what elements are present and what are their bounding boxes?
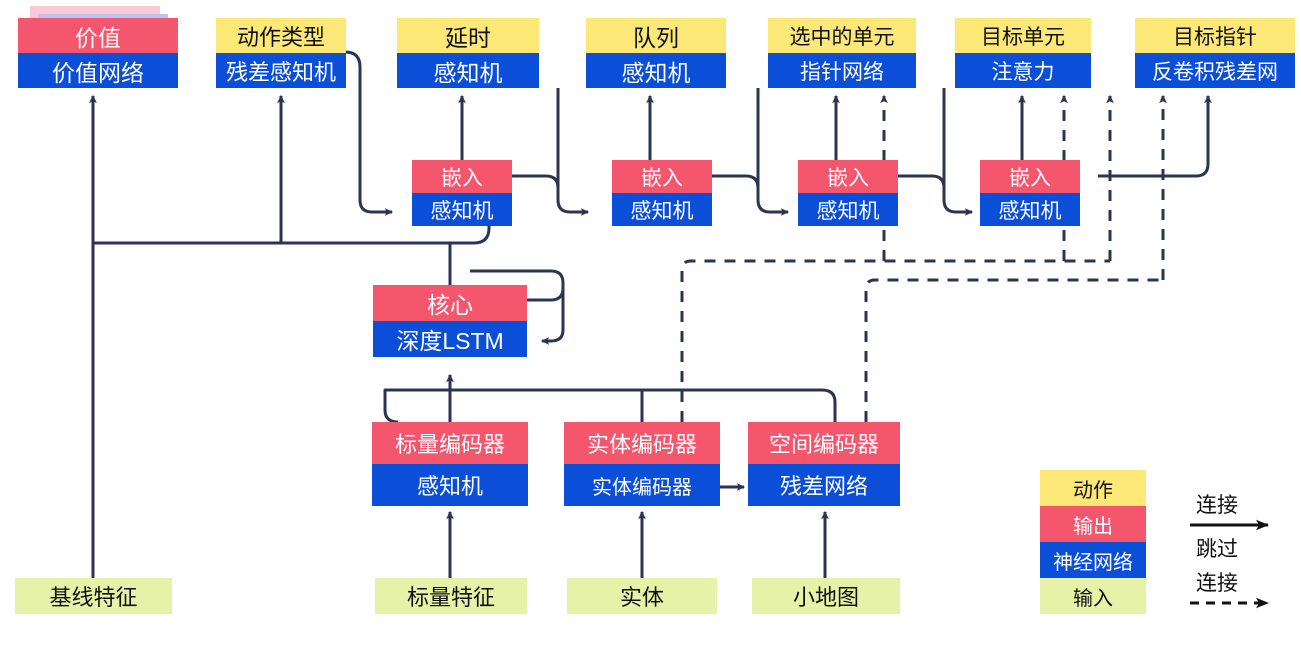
node-core-top-label: 核心	[373, 285, 527, 321]
skip-spatial-bus	[864, 278, 1163, 422]
node-target-point-bottom-label: 反卷积残差网	[1135, 53, 1295, 88]
node-queue[interactable]: 队列 感知机	[586, 18, 726, 88]
edge-core-recurrent-top	[470, 269, 565, 302]
node-selected-units[interactable]: 选中的单元 指针网络	[768, 18, 916, 88]
edge-actiontype-to-embed1	[344, 50, 394, 216]
legend-connection-label: 连接	[1196, 494, 1238, 517]
node-embed-1[interactable]: 嵌入 感知机	[412, 160, 512, 226]
node-embed-4-top-label: 嵌入	[980, 160, 1080, 193]
node-embed-4[interactable]: 嵌入 感知机	[980, 160, 1080, 226]
edge-embed4-to-targetpoint	[1098, 94, 1212, 178]
node-queue-bottom-label: 感知机	[586, 53, 726, 88]
node-target-point[interactable]: 目标指针 反卷积残差网	[1135, 18, 1295, 88]
node-embed-2-top-label: 嵌入	[612, 160, 712, 193]
node-target-unit[interactable]: 目标单元 注意力	[955, 18, 1091, 88]
node-embed-3-bottom-label: 感知机	[798, 193, 898, 226]
edge-core-recurrent-in	[540, 288, 565, 345]
node-entity-encoder[interactable]: 实体编码器 实体编码器	[564, 422, 720, 506]
node-target-unit-bottom-label: 注意力	[955, 53, 1091, 88]
input-baseline-features[interactable]: 基线特征	[15, 578, 172, 614]
input-minimap[interactable]: 小地图	[752, 578, 900, 614]
node-delay-top-label: 延时	[397, 18, 539, 53]
node-embed-3-top-label: 嵌入	[798, 160, 898, 193]
node-scalar-encoder-bottom-label: 感知机	[372, 464, 528, 506]
legend-swatches: 动作 输出 神经网络 输入	[1040, 470, 1146, 614]
legend-band-action: 动作	[1040, 470, 1146, 506]
node-core-bottom-label: 深度LSTM	[373, 321, 527, 357]
edge-embed1-to-embed2	[512, 174, 590, 216]
node-delay[interactable]: 延时 感知机	[397, 18, 539, 88]
legend-band-output: 输出	[1040, 506, 1146, 542]
node-entity-encoder-top-label: 实体编码器	[564, 422, 720, 464]
legend-skip-label-line2: 连接	[1196, 572, 1238, 595]
node-embed-1-bottom-label: 感知机	[412, 193, 512, 226]
input-entities[interactable]: 实体	[567, 578, 717, 614]
node-spatial-encoder[interactable]: 空间编码器 残差网络	[748, 422, 900, 506]
node-embed-2[interactable]: 嵌入 感知机	[612, 160, 712, 226]
node-action-type-top-label: 动作类型	[216, 18, 346, 53]
node-entity-encoder-bottom-label: 实体编码器	[564, 464, 720, 506]
input-scalar-features[interactable]: 标量特征	[375, 578, 527, 614]
legend-arrows	[1190, 519, 1269, 609]
node-action-type[interactable]: 动作类型 残差感知机	[216, 18, 346, 88]
node-selected-units-bottom-label: 指针网络	[768, 53, 916, 88]
node-delay-bottom-label: 感知机	[397, 53, 539, 88]
node-selected-units-top-label: 选中的单元	[768, 18, 916, 53]
node-spatial-encoder-bottom-label: 残差网络	[748, 464, 900, 506]
node-value[interactable]: 价值 价值网络	[18, 18, 178, 88]
node-target-point-top-label: 目标指针	[1135, 18, 1295, 53]
node-embed-4-bottom-label: 感知机	[980, 193, 1080, 226]
node-target-unit-top-label: 目标单元	[955, 18, 1091, 53]
legend-skip-label-line1: 跳过	[1196, 538, 1238, 561]
node-embed-2-bottom-label: 感知机	[612, 193, 712, 226]
edge-embed2-to-embed3	[712, 174, 790, 216]
node-scalar-encoder[interactable]: 标量编码器 感知机	[372, 422, 528, 506]
node-value-top-label: 价值	[18, 18, 178, 53]
edge-encoder-bus	[383, 388, 837, 424]
edge-bus-to-embed1	[473, 210, 493, 245]
node-value-bottom-label: 价值网络	[18, 53, 178, 88]
node-spatial-encoder-top-label: 空间编码器	[748, 422, 900, 464]
node-scalar-encoder-top-label: 标量编码器	[372, 422, 528, 464]
skip-entity-bus	[680, 259, 1110, 422]
node-embed-3[interactable]: 嵌入 感知机	[798, 160, 898, 226]
node-core[interactable]: 核心 深度LSTM	[373, 285, 527, 357]
legend-band-network: 神经网络	[1040, 542, 1146, 578]
node-queue-top-label: 队列	[586, 18, 726, 53]
node-action-type-bottom-label: 残差感知机	[216, 53, 346, 88]
legend-band-input: 输入	[1040, 578, 1146, 614]
node-embed-1-top-label: 嵌入	[412, 160, 512, 193]
edge-embed3-to-embed4	[898, 174, 974, 216]
